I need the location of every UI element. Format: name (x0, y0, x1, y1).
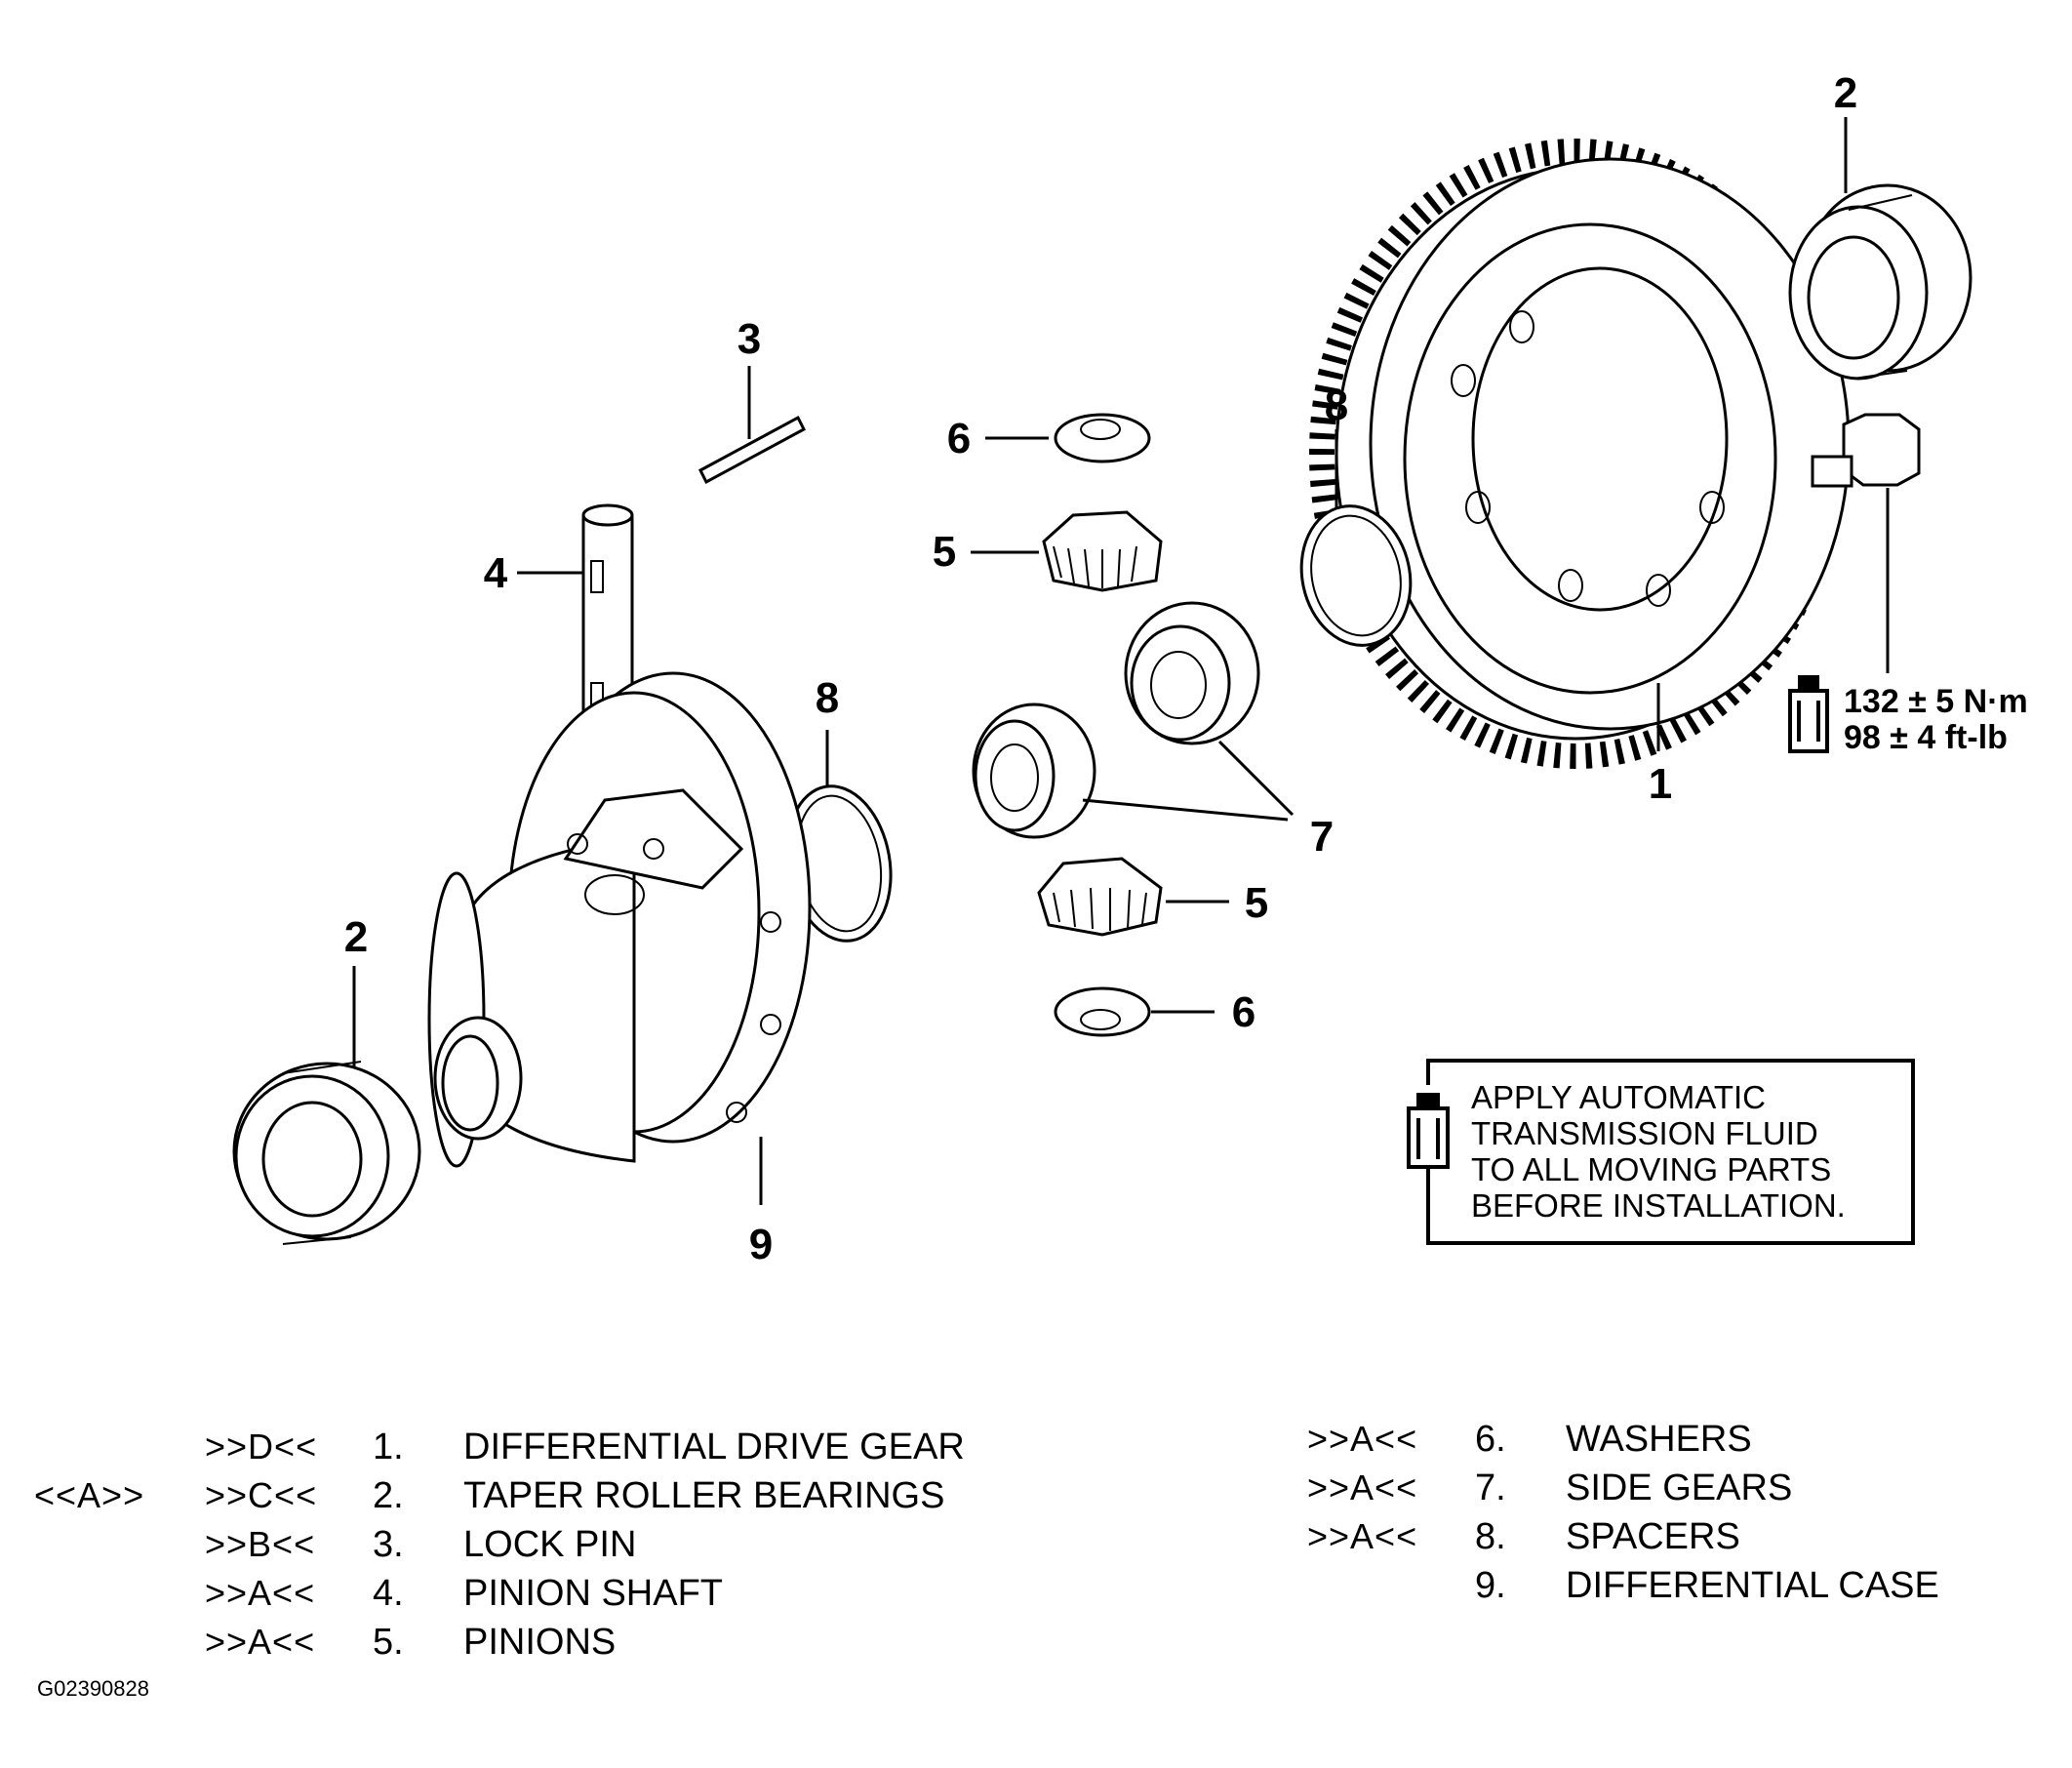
callout-2-left: 2 (344, 913, 368, 961)
legend-number: 1. (373, 1426, 404, 1467)
taper-roller-bearing-left (232, 966, 421, 1245)
ring-gear-bolt (1811, 413, 1921, 673)
legend-code: >>A<< (1307, 1419, 1418, 1459)
legend-number: 7. (1475, 1467, 1506, 1508)
legend-name: LOCK PIN (463, 1524, 637, 1565)
legend-code: >>C<< (205, 1475, 318, 1515)
callout-5-top: 5 (933, 528, 956, 576)
legend-name: PINION SHAFT (463, 1573, 724, 1614)
callout-2-top: 2 (1834, 69, 1857, 117)
legend-code: >>A<< (205, 1573, 316, 1613)
callout-5-bottom: 5 (1245, 879, 1268, 927)
washer-upper (985, 413, 1151, 463)
legend-number: 4. (373, 1573, 404, 1614)
legend-code: >>A<< (1307, 1467, 1418, 1507)
callout-7: 7 (1310, 813, 1334, 861)
callout-4: 4 (484, 549, 508, 597)
legend-name: SIDE GEARS (1566, 1467, 1793, 1508)
legend-code: >>A<< (205, 1622, 316, 1662)
side-gear-lower (972, 703, 1289, 839)
legend-name: DIFFERENTIAL CASE (1566, 1565, 1939, 1606)
differential-case (427, 671, 812, 1205)
legend-name: WASHERS (1566, 1419, 1752, 1460)
legend-number: 6. (1475, 1419, 1506, 1460)
note-line-4: BEFORE INSTALLATION. (1471, 1187, 1846, 1224)
callout-1: 1 (1649, 760, 1672, 808)
callout-8-mid: 8 (816, 674, 839, 722)
note-line-3: TO ALL MOVING PARTS (1471, 1151, 1831, 1187)
pinion-lower (1037, 857, 1229, 937)
oil-bottle-icon (1407, 1085, 1450, 1169)
oil-bottle-icon (1788, 675, 1829, 753)
callout-9: 9 (749, 1221, 773, 1268)
washer-lower (1054, 986, 1215, 1037)
legend-name: TAPER ROLLER BEARINGS (463, 1475, 945, 1516)
legend-code: >>A<< (1307, 1516, 1418, 1556)
legend-number: 8. (1475, 1516, 1506, 1557)
legend-number: 9. (1475, 1565, 1506, 1606)
callout-6-top: 6 (947, 415, 971, 462)
taper-roller-bearing-top (1788, 117, 1972, 381)
figure-id: G02390828 (37, 1676, 149, 1701)
legend-name: SPACERS (1566, 1516, 1740, 1557)
torque-spec: 132 ± 5 N·m 98 ± 4 ft-lb (1788, 675, 2028, 756)
note-line-2: TRANSMISSION FLUID (1471, 1115, 1818, 1151)
legend-number: 5. (373, 1622, 404, 1663)
note-line-1: APPLY AUTOMATIC (1471, 1079, 1766, 1115)
side-gear-upper (1124, 601, 1295, 817)
callout-3: 3 (737, 315, 761, 363)
callout-8-top: 8 (1325, 382, 1348, 429)
legend-number: 2. (373, 1475, 404, 1516)
legend-number: 3. (373, 1524, 404, 1565)
legend-name: DIFFERENTIAL DRIVE GEAR (463, 1426, 965, 1467)
legend-name: PINIONS (463, 1622, 617, 1663)
callout-6-bottom: 6 (1232, 988, 1255, 1036)
legend-code: >>D<< (205, 1426, 318, 1467)
exploded-diagram: 1 2 132 ± 5 N·m 98 ± 4 ft-lb 8 (232, 69, 2028, 1268)
lock-pin (698, 366, 806, 485)
torque-imperial: 98 ± 4 ft-lb (1844, 719, 2008, 756)
atf-note-box: APPLY AUTOMATIC TRANSMISSION FLUID TO AL… (1407, 1059, 1915, 1245)
differential-drive-gear (1309, 139, 1851, 769)
pinion-upper (971, 510, 1163, 592)
legend-code: >>B<< (205, 1524, 316, 1564)
legend-prefix-code: <<A>> (34, 1475, 145, 1515)
spacer-upper (1299, 429, 1413, 647)
torque-metric: 132 ± 5 N·m (1844, 683, 2028, 720)
